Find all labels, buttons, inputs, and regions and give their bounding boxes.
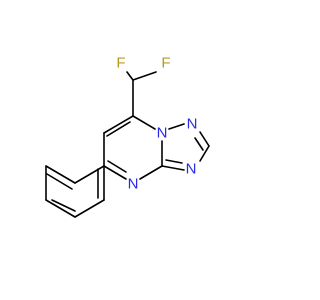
bond-c-f2 <box>132 71 157 81</box>
fluorine-label-2: F <box>161 55 170 72</box>
fluorine-label-1: F <box>116 55 125 72</box>
bond-n4-c3a <box>139 165 163 180</box>
bond-c5-n4 <box>103 165 127 180</box>
bond-c-f1 <box>126 71 134 81</box>
bond-c5-n4-double <box>107 160 127 173</box>
nitrogen-label-triazole-3: N <box>186 161 197 178</box>
bond-ph-1-double <box>46 173 73 190</box>
background <box>0 0 300 300</box>
bonds <box>45 71 210 218</box>
bond-c7-c6 <box>103 115 134 134</box>
bond-c5-phenyl <box>74 165 105 184</box>
bond-c2-n3 <box>199 145 210 162</box>
bond-n8-n1 <box>168 123 185 130</box>
bond-n1-c2-double <box>194 137 204 151</box>
bond-ph-3 <box>45 199 76 218</box>
bond-n3-c3a <box>161 165 185 171</box>
nitrogen-label-pyrimidine: N <box>128 176 139 193</box>
bond-n1-c2 <box>199 131 210 147</box>
nitrogen-label-triazole-1: N <box>187 116 198 133</box>
bond-ph-1 <box>45 165 76 184</box>
nitrogen-label-bridgehead: N <box>157 125 168 142</box>
atom-labels: F F N N N N <box>116 55 197 193</box>
bond-c7-c6-double <box>106 121 131 137</box>
bond-n8-c7 <box>132 115 156 130</box>
molecule-structure-diagram: F F N N N N <box>0 0 300 300</box>
bond-ph-3-double <box>51 199 76 212</box>
bond-ph-4 <box>74 199 105 218</box>
bond-n3-c3a-double <box>165 159 183 164</box>
